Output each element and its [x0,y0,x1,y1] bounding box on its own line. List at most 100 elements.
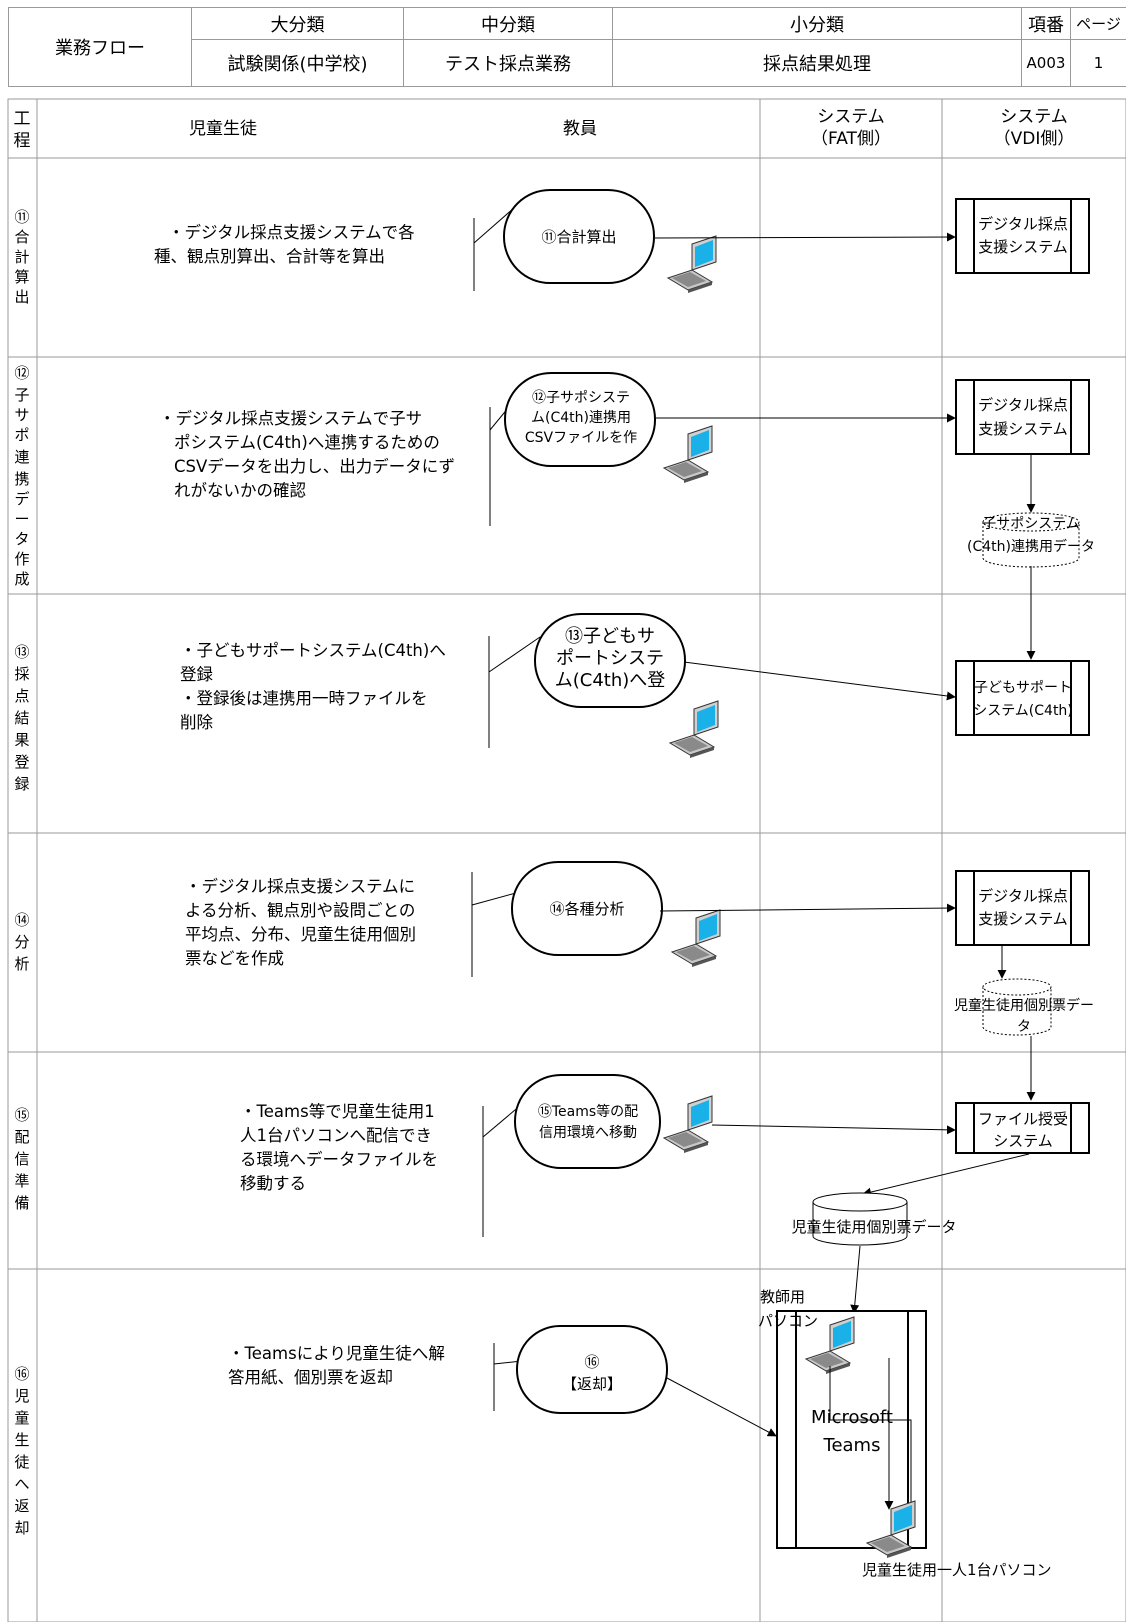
laptop-icon [663,1095,713,1154]
step13-note-line: ・子どもサポートシステム(C4th)へ [180,641,446,660]
step15-label-char: 準 [14,1172,29,1190]
step15-note-line: 人1台パソコンへ配信でき [240,1126,432,1145]
step12-terminal-line: ム(C4th)連携用 [531,410,631,426]
step14-note-line: 平均点、分布、児童生徒用個別 [185,925,416,944]
step16-label-char: 童 [14,1409,29,1427]
step11-terminal [503,189,655,284]
minor-category-header: 小分類 [612,7,1022,40]
step11-note-line: ・デジタル採点支援システムで各 [168,222,415,242]
step12-terminal-line: ⑫子サポシステ [532,390,630,406]
step15-terminal [514,1074,661,1169]
minor-category-value: 採点結果処理 [612,39,1022,87]
step11-note-line: 種、観点別算出、合計等を算出 [154,247,385,266]
laptop-icon [663,425,713,484]
step12-note-line: CSVデータを出力し、出力データにず [174,456,455,476]
step12-note-line: ・デジタル採点支援システムで子サ [159,408,422,428]
step11-label-char: 合 [14,228,29,246]
step12-label-char: ⑫ [14,364,29,382]
step11-terminal-text: ⑪合計算出 [541,228,616,246]
step14-label-char: 分 [14,933,29,951]
step13-label-char: 点 [14,687,29,705]
item-no-value: A003 [1021,39,1071,87]
step12-label-char: デ [14,490,29,508]
flow-label: 業務フロー [8,7,192,87]
step-14: ・デジタル採点支援システムに よる分析、観点別や設問ごとの 平均点、分布、児童生… [185,861,1094,1101]
laptop-icon [667,235,717,294]
step12-data-store-line: (C4th)連携用データ [967,538,1095,555]
step14-note-line: ・デジタル採点支援システムに [185,876,415,896]
step13-label-char: 採 [14,665,29,683]
laptop-icon [669,700,719,759]
step14-label-char: 析 [14,955,29,973]
system-fat-header-2: （FAT側） [811,129,891,149]
step15-terminal-line: 信用環境へ移動 [539,1125,637,1141]
step12-system-line: 支援システム [978,420,1068,438]
step15-note-line: る環境へデータファイルを [240,1149,438,1169]
step14-system-box [955,870,1090,946]
step16-terminal-line: 【返却】 [562,1375,622,1393]
student-pc-label: 児童生徒用一人1台パソコン [862,1561,1052,1579]
step11-label-char: ⑪ [14,208,29,226]
step15-label-char: 備 [14,1194,29,1212]
step11-system-line: 支援システム [978,238,1068,256]
step14-system-line: デジタル採点 [978,887,1068,905]
major-category-header: 大分類 [191,7,404,40]
major-category-value: 試験関係(中学校) [191,39,404,87]
teams-system-line: Teams [823,1435,881,1456]
step13-label-char: 録 [14,775,29,793]
step12-label-char: タ [14,530,29,548]
step13-note-line: ・登録後は連携用一時ファイルを [180,689,428,708]
step16-label-char: ⑯ [14,1365,29,1383]
step12-label-char: ポ [14,426,29,444]
step15-data-store [812,1192,908,1246]
middle-category-value: テスト採点業務 [403,39,613,87]
header-table: 業務フロー 大分類 中分類 小分類 項番 ページ 試験関係(中学校) テスト採点… [8,7,1126,87]
step12-system-box [955,379,1090,455]
step11-label-char: 計 [14,248,29,266]
step12-label-char: 携 [14,470,29,488]
step13-terminal-line: ポートシステ [556,648,664,669]
step13-system-line: 子どもサポート [974,680,1072,696]
system-fat-header-1: システム [817,107,885,127]
step12-note-line: ポシステム(C4th)へ連携するための [174,433,440,452]
step14-data-store-line: 児童生徒用個別票デー [954,997,1094,1014]
step16-label-char: 生 [14,1431,29,1449]
step15-label-char: 配 [14,1128,29,1146]
step16-label-char: へ [14,1475,29,1493]
step12-label-char: ー [14,510,29,528]
step13-label-char: 結 [14,709,29,727]
step12-terminal-line: CSVファイルを作 [525,430,637,446]
process-header-2: 程 [14,131,31,151]
step12-label-char: 成 [14,570,29,588]
step12-label-char: サ [14,406,29,424]
step14-terminal [511,861,663,956]
step12-note-line: れがないかの確認 [174,481,306,500]
step14-terminal-text: ⑭各種分析 [549,900,624,918]
laptop-icon [671,909,721,968]
step15-system-line: ファイル授受 [978,1110,1068,1128]
step14-note-line: よる分析、観点別や設問ごとの [185,901,415,920]
step13-terminal [534,613,686,708]
step-15: ・Teams等で児童生徒用1 人1台パソコンへ配信でき る環境へデータファイルを… [240,1074,1090,1314]
step12-system-line: デジタル採点 [978,396,1068,414]
step16-label-char: 却 [14,1519,29,1537]
step13-system-line: システム(C4th) [973,703,1073,719]
step12-terminal [504,372,656,467]
students-lane-header: 児童生徒 [189,119,257,139]
system-vdi-header-2: （VDI側） [994,129,1075,149]
step15-system-box [955,1102,1090,1154]
step13-label-char: 果 [14,731,29,749]
step12-data-store [982,512,1080,568]
step11-label-char: 算 [14,268,29,286]
step12-label-char: 連 [14,448,29,466]
step11-system-box [955,198,1090,274]
step13-terminal-line: ム(C4th)へ登 [555,670,666,691]
teams-system-line: Microsoft [811,1407,893,1428]
step12-data-store-line: 子サポシステム [982,516,1080,532]
step12-label-char: 作 [14,550,29,568]
step13-terminal-line: ⑬子どもサ [565,626,655,647]
teacher-lane-header: 教員 [563,119,597,139]
step14-data-store-line: タ [1017,1019,1031,1035]
step11-system-line: デジタル採点 [978,215,1068,233]
